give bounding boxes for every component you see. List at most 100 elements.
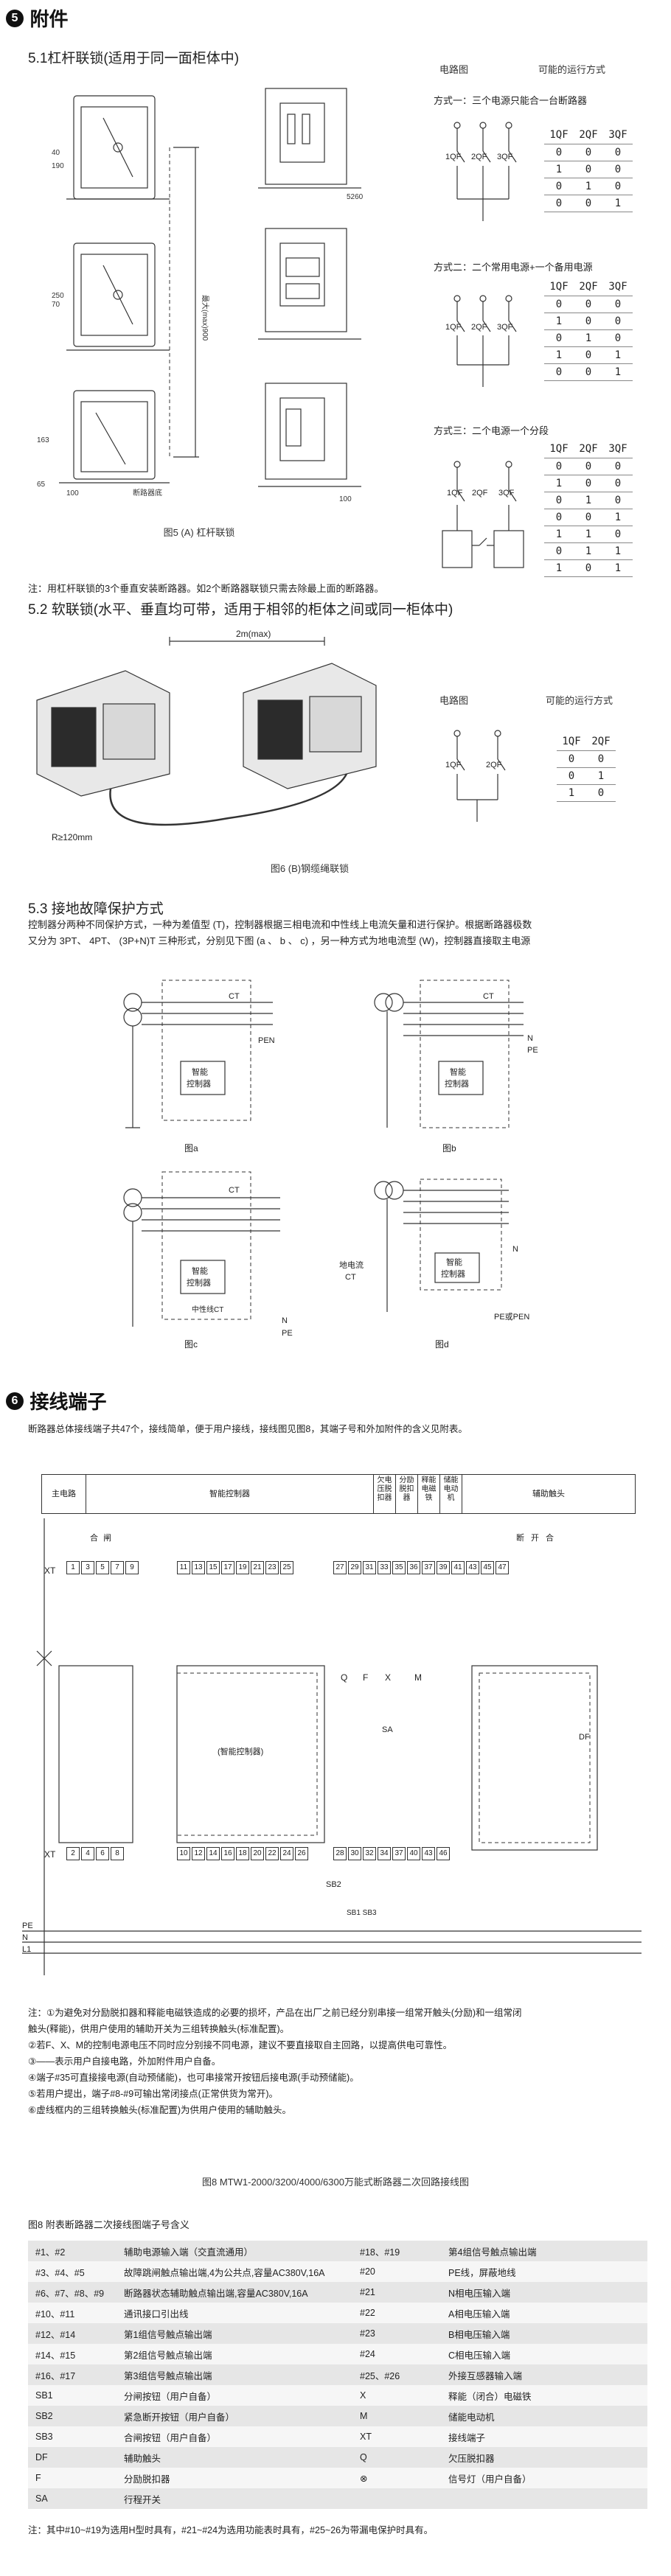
terminal-39: 39 <box>437 1561 450 1574</box>
diagram-c-pe: PE <box>282 1329 293 1338</box>
section-6-heading: 6 接线端子 <box>6 1387 106 1414</box>
table-cell: 欠压脱扣器 <box>441 2447 647 2468</box>
diagram-a-ct: CT <box>229 992 240 1001</box>
table-cell: #12、#14 <box>28 2323 117 2344</box>
table-cell: 第3组信号触点输出端 <box>117 2364 352 2385</box>
truth-cell: 1 <box>574 178 603 195</box>
note-line: ④端子#35可直接接电源(自动预储能)，也可串接常开按钮后接电源(手动预储能)。 <box>28 2073 359 2083</box>
scheme-3-label-2qf: 2QF <box>472 489 488 498</box>
terminal-3: 3 <box>81 1561 94 1574</box>
truth-header-cell: 2QF <box>586 733 616 751</box>
truth-cell: 0 <box>603 296 633 313</box>
diagram-d-pen: PE或PEN <box>494 1312 529 1322</box>
terminal-43: 43 <box>422 1847 435 1860</box>
terminal-8: 8 <box>111 1847 124 1860</box>
table-cell: 分励脱扣器 <box>117 2468 352 2488</box>
soft-label-1qf: 1QF <box>445 761 462 769</box>
dim-100: 100 <box>66 489 79 498</box>
terminal-4: 4 <box>81 1847 94 1860</box>
table-cell: 分闸按钮（用户自备） <box>117 2385 352 2406</box>
dim-max900: 最大(max)900 <box>201 295 210 341</box>
truth-cell: 1 <box>544 526 574 543</box>
note-line: ⑥虚线框内的三组转换触头(标准配置)为供用户使用的辅助触头。 <box>28 2105 292 2115</box>
table-cell: SA <box>28 2488 117 2509</box>
truth-cell: 0 <box>603 329 633 347</box>
diagram-b-ct: CT <box>483 992 494 1001</box>
diagram-c-caption: 图c <box>184 1339 198 1349</box>
figure-8-table-title: 图8 附表断路器二次接线图端子号含义 <box>28 2219 190 2230</box>
secondary-wiring-schematic: XT XT (智能控制器) Q F X M SA DF SB2 SB1 SB3 … <box>22 1518 642 1975</box>
note-line: ②若F、X、M的控制电源电压不同时应分别接不同电源，建议不要直接取自主回路，以提… <box>28 2040 453 2050</box>
truth-cell: 1 <box>603 509 633 526</box>
cable-length-label: 2m(max) <box>236 629 271 639</box>
column-mode-header: 可能的运行方式 <box>538 64 606 75</box>
breaker-side-view-mid <box>66 242 170 351</box>
soft-interlock-circuit: 1QF 2QF <box>445 730 506 822</box>
sb1-sb3-label: SB1 SB3 <box>347 1909 377 1917</box>
terminal-15: 15 <box>206 1561 220 1574</box>
truth-cell: 0 <box>603 161 633 178</box>
diagram-d-caption: 图d <box>435 1339 449 1349</box>
soft-column-mode-header: 可能的运行方式 <box>546 695 613 706</box>
table-cell: #10、#11 <box>28 2303 117 2323</box>
truth-cell: 1 <box>544 313 574 330</box>
diagram-c-ct: CT <box>229 1186 240 1195</box>
terminal-19: 19 <box>236 1561 249 1574</box>
xt-label-top: XT <box>44 1566 56 1576</box>
truth-cell: 0 <box>544 178 574 195</box>
table-cell: 储能电动机 <box>441 2406 647 2426</box>
table-cell: F <box>28 2468 117 2488</box>
header-shunt: 分励脱扣器 <box>396 1475 418 1513</box>
header-release-magnet: 释能电磁铁 <box>418 1475 440 1513</box>
truth-cell: 0 <box>574 161 603 178</box>
table-cell: 信号灯（用户自备） <box>441 2468 647 2488</box>
truth-header-cell: 3QF <box>603 127 633 144</box>
terminal-intro: 断路器总体接线端子共47个，接线简单，便于用户接线，接线图见图8，其端子号和外加… <box>28 1424 467 1434</box>
truth-cell: 0 <box>544 296 574 313</box>
scheme-2-label-1qf: 1QF <box>445 323 462 332</box>
terminal-35: 35 <box>392 1561 406 1574</box>
truth-cell: 0 <box>544 492 574 509</box>
coil-m: M <box>414 1672 422 1683</box>
table-cell: 第4组信号触点输出端 <box>441 2241 647 2261</box>
truth-cell: 0 <box>574 559 603 577</box>
table-cell: A相电压输入端 <box>441 2303 647 2323</box>
truth-cell: 0 <box>586 784 616 802</box>
soft-column-circuit-header: 电路图 <box>439 695 469 706</box>
top-symbol-close-2: 合 <box>546 1532 554 1543</box>
diagram-a-caption: 图a <box>184 1143 198 1153</box>
terminal-30: 30 <box>348 1847 361 1860</box>
terminal-22: 22 <box>265 1847 279 1860</box>
table-cell: Q <box>352 2447 441 2468</box>
terminal-6: 6 <box>96 1847 109 1860</box>
terminal-33: 33 <box>378 1561 391 1574</box>
truth-cell: 0 <box>574 346 603 364</box>
table-cell: 第1组信号触点输出端 <box>117 2323 352 2344</box>
table-cell: 接线端子 <box>441 2426 647 2447</box>
truth-cell: 0 <box>544 363 574 381</box>
subsection-5-3-title: 5.3 接地故障保护方式 <box>28 901 164 917</box>
table-cell: M <box>352 2406 441 2426</box>
coil-q: Q <box>341 1672 347 1683</box>
table-cell: SB3 <box>28 2426 117 2447</box>
table-footnote: 注：其中#10~#19为选用H型时具有，#21~#24为选用功能表时具有，#25… <box>28 2525 434 2535</box>
table-cell: #23 <box>352 2323 441 2344</box>
terminal-29: 29 <box>348 1561 361 1574</box>
truth-cell: 1 <box>603 346 633 364</box>
terminal-28: 28 <box>333 1847 347 1860</box>
truth-header-cell: 2QF <box>574 279 603 296</box>
terminal-17: 17 <box>221 1561 234 1574</box>
truth-cell: 1 <box>586 767 616 785</box>
